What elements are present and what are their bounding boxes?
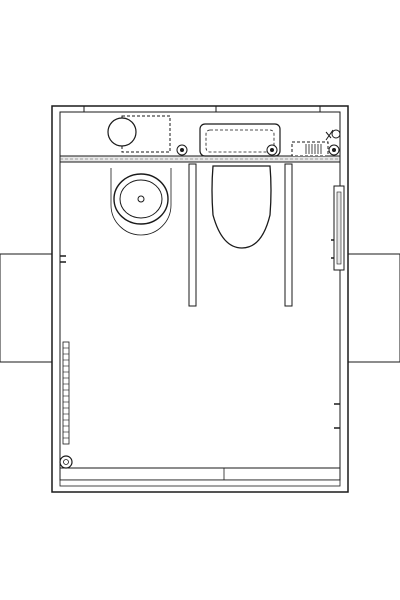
radiator-icon bbox=[62, 341, 70, 445]
floor-drain-icon bbox=[59, 455, 73, 469]
service-shelf bbox=[59, 155, 341, 163]
outer-wall bbox=[51, 105, 349, 493]
left-side-unit bbox=[0, 253, 53, 363]
toilet-icon bbox=[211, 165, 272, 249]
washbasin-icon bbox=[110, 168, 172, 236]
water-heater-unit bbox=[107, 115, 188, 156]
cistern bbox=[199, 123, 281, 157]
threshold bbox=[59, 467, 341, 487]
wall-hooks-right bbox=[334, 403, 340, 429]
paper-dispenser-icon bbox=[291, 129, 341, 157]
door-icon bbox=[331, 185, 345, 271]
right-side-unit bbox=[347, 253, 400, 363]
wall-hooks-left bbox=[60, 255, 66, 263]
grab-rail-icon bbox=[188, 163, 293, 307]
